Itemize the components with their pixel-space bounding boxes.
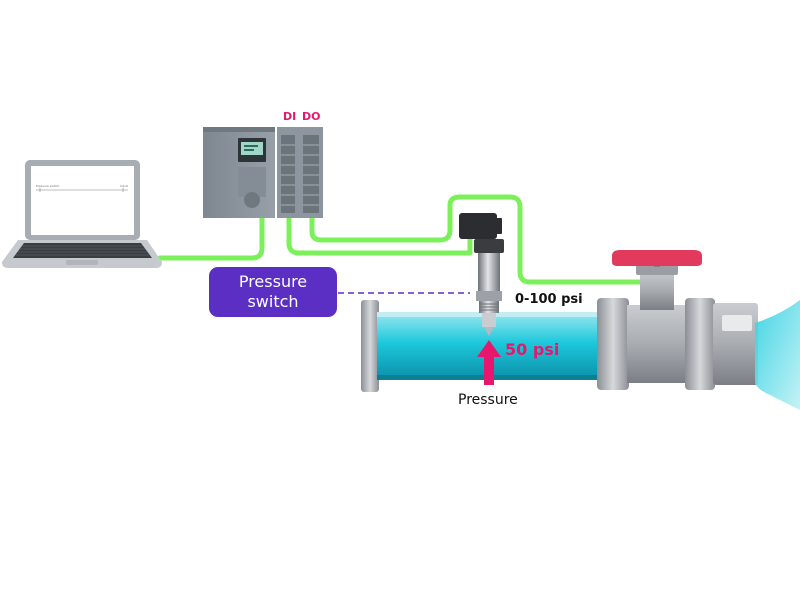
plc-icon bbox=[203, 127, 323, 218]
valve-handle bbox=[612, 250, 702, 266]
valve-icon bbox=[597, 250, 758, 390]
water-stream-icon bbox=[755, 300, 800, 410]
pressure-arrow-icon bbox=[477, 340, 501, 385]
callout-line-2: switch bbox=[247, 292, 299, 311]
cable-do-loop bbox=[309, 194, 643, 285]
plc-do-label: DO bbox=[302, 110, 321, 123]
callout-line-1: Pressure bbox=[238, 272, 308, 291]
pipe-icon bbox=[361, 300, 602, 392]
pressure-caption: Pressure bbox=[458, 392, 518, 408]
laptop-screen-text-right: Input bbox=[120, 184, 128, 188]
sensor-range-label: 0-100 psi bbox=[515, 292, 583, 307]
cable-laptop-plc bbox=[157, 215, 265, 261]
cable-di-sensor bbox=[286, 215, 473, 256]
pressure-value-label: 50 psi bbox=[505, 340, 560, 359]
pressure-sensor-icon bbox=[459, 213, 504, 336]
plc-di-label: DI bbox=[283, 110, 297, 123]
cables bbox=[157, 194, 643, 285]
pressure-switch-callout: Pressure switch bbox=[209, 267, 337, 317]
laptop-screen-text-left: Pressure switch bbox=[36, 184, 60, 188]
laptop-icon bbox=[2, 160, 162, 268]
